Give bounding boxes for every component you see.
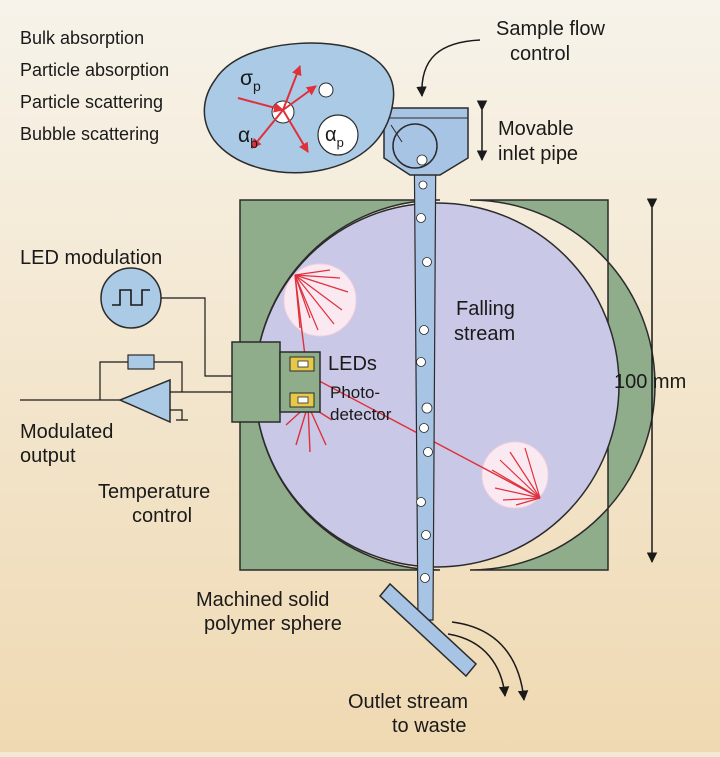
deflector-plate [378, 582, 478, 678]
inlet-pipe [383, 107, 469, 176]
label-bulk-absorption: Bulk absorption [20, 28, 144, 48]
label-temperature-2: control [132, 505, 192, 527]
alpha-b-symbol: αb [238, 124, 258, 151]
label-machined-2: polymer sphere [204, 613, 342, 635]
alpha-p-symbol: αp [325, 124, 344, 150]
label-falling-1: Falling [456, 298, 515, 320]
label-bubble-scattering: Bubble scattering [20, 124, 159, 144]
label-machined-1: Machined solid [196, 589, 329, 611]
label-photo-1: Photo- [330, 383, 380, 402]
label-led-modulation: LED modulation [20, 247, 162, 269]
scatter-blob-upper [283, 263, 357, 337]
label-particle-scattering: Particle scattering [20, 92, 163, 112]
outlet-arrows [447, 621, 529, 702]
signal-generator-icon [100, 267, 298, 377]
photodetector-icon [289, 392, 315, 408]
label-modulated-1: Modulated [20, 421, 113, 443]
label-sample-flow-2: control [510, 43, 570, 65]
sigma-p-symbol: σp [240, 67, 261, 94]
label-photo-2: detector [330, 405, 392, 424]
falling-stream [413, 119, 437, 621]
label-movable-1: Movable [498, 118, 574, 140]
label-particle-absorption: Particle absorption [20, 60, 169, 80]
label-sample-flow-1: Sample flow [496, 18, 605, 40]
label-movable-2: inlet pipe [498, 143, 578, 165]
led-icon [289, 356, 315, 372]
label-falling-2: stream [454, 323, 515, 345]
sample-flow-arrow [416, 39, 481, 98]
scatter-blob-lower [481, 441, 549, 509]
label-modulated-2: output [20, 445, 76, 467]
label-outlet-1: Outlet stream [348, 691, 468, 713]
label-outlet-2: to waste [392, 715, 466, 737]
label-temperature-1: Temperature [98, 481, 210, 503]
particle-inset [203, 42, 403, 174]
label-size: 100 mm [614, 371, 686, 393]
label-leds: LEDs [328, 353, 377, 375]
temperature-block [231, 341, 321, 423]
